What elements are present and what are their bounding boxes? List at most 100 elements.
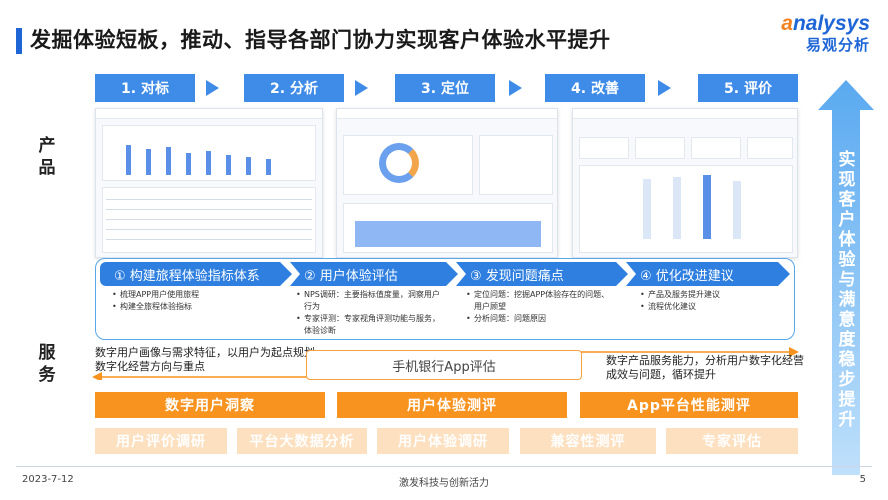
mock-bar — [643, 179, 651, 239]
logo-accent-letter: a — [781, 12, 793, 35]
goal-char: 升 — [838, 410, 856, 430]
footer-slogan: 激发科技与创新活力 — [399, 478, 489, 489]
kpi-card — [747, 137, 793, 159]
title-accent-bar — [16, 28, 22, 54]
block-compatibility: 兼容性测评 — [520, 428, 656, 454]
footer-divider — [16, 466, 872, 467]
step-arrow-icon — [206, 80, 219, 96]
mock-row — [106, 229, 312, 230]
dashboard-screenshot-benchmark — [95, 108, 323, 258]
trend-card — [479, 135, 553, 195]
screenshot-header — [337, 109, 557, 119]
dashboard-screenshot-improve — [572, 108, 798, 258]
bullet-item: NPS调研：主要指标值度量，洞察用户行为 — [296, 289, 446, 313]
up-arrow-icon — [818, 80, 874, 475]
mock-bar — [673, 177, 681, 239]
mock-row — [106, 199, 312, 200]
block-expert-eval: 专家评估 — [666, 428, 798, 454]
mock-bar — [226, 155, 231, 175]
bullet-list: 产品及服务提升建议 流程优化建议 — [640, 289, 780, 313]
chart-card — [579, 165, 793, 253]
bullet-item: 分析问题：问题原因 — [466, 313, 616, 325]
bullet-list: 定位问题：挖掘APP体验存在的问题、用户顾望 分析问题：问题原因 — [466, 289, 616, 325]
mock-bar — [703, 175, 711, 239]
mock-row — [106, 239, 312, 240]
screenshot-header — [573, 109, 797, 119]
step-arrow-icon — [355, 80, 368, 96]
bullet-item: 专家评测：专家视角评测功能与服务，体验诊断 — [296, 313, 446, 337]
step-locate: 3. 定位 — [395, 74, 495, 102]
table-card — [102, 187, 316, 253]
logo-latin: analysys — [781, 12, 870, 36]
service-step-find-painpoints: ③ 发现问题痛点 — [456, 262, 628, 286]
donut-chart-icon — [379, 143, 419, 183]
step-improve: 4. 改善 — [545, 74, 645, 102]
goal-char: 现 — [838, 170, 856, 190]
row-label-product-char: 品 — [38, 158, 56, 178]
bullet-list: 梳理APP用户使用旅程 构建全旅程体验指标 — [112, 289, 282, 313]
kpi-card — [691, 137, 741, 159]
block-user-review-survey: 用户评价调研 — [95, 428, 227, 454]
mock-bar — [186, 153, 191, 175]
block-user-insight: 数字用户洞察 — [95, 392, 325, 418]
mock-bar — [146, 149, 151, 175]
mock-area — [355, 221, 541, 247]
page-number: 5 — [859, 474, 866, 485]
goal-char: 步 — [838, 370, 856, 390]
mock-bar — [206, 151, 211, 175]
app-evaluation-box: 手机银行App评估 — [306, 350, 582, 380]
bullet-item: 产品及服务提升建议 — [640, 289, 780, 301]
block-platform-bigdata: 平台大数据分析 — [237, 428, 367, 454]
page-title: 发掘体验短板，推动、指导各部门协力实现客户体验水平提升 — [30, 28, 611, 52]
goal-char: 验 — [838, 250, 856, 270]
analysys-logo: analysys 易观分析 — [781, 12, 870, 55]
service-step-experience-eval: ② 用户体验评估 — [290, 262, 458, 286]
dashboard-screenshot-analyze — [336, 108, 558, 258]
mock-bar — [126, 145, 131, 175]
block-ux-evaluation: 用户体验测评 — [337, 392, 567, 418]
goal-char: 实 — [838, 150, 856, 170]
goal-char: 提 — [838, 390, 856, 410]
mock-bar — [166, 147, 171, 175]
user-insight-description: 数字用户画像与需求特征，以用户为起点规划数字化经营方向与重点 — [95, 346, 315, 373]
step-analyze: 2. 分析 — [244, 74, 344, 102]
logo-cn: 易观分析 — [805, 36, 870, 54]
product-capability-description: 数字产品服务能力，分析用户数字化经营成效与问题，循环提升 — [606, 354, 804, 381]
mock-bar — [246, 157, 251, 175]
footer-date: 2023-7-12 — [22, 474, 74, 485]
service-step-optimize: ④ 优化改进建议 — [626, 262, 790, 286]
row-label-product: 产 品 — [36, 135, 58, 179]
goal-char: 意 — [838, 310, 856, 330]
bullet-item: 梳理APP用户使用旅程 — [112, 289, 282, 301]
goal-char: 满 — [838, 290, 856, 310]
step-arrow-icon — [658, 80, 671, 96]
row-label-product-char: 产 — [38, 136, 56, 156]
block-app-performance: App平台性能测评 — [580, 392, 798, 418]
bullet-item: 构建全旅程体验指标 — [112, 301, 282, 313]
mock-bar — [733, 181, 741, 239]
mock-bar — [266, 159, 271, 175]
goal-char: 客 — [838, 190, 856, 210]
logo-latin-rest: nalysys — [792, 12, 870, 35]
kpi-card — [635, 137, 685, 159]
mock-row — [106, 209, 312, 210]
step-arrow-icon — [509, 80, 522, 96]
goal-char: 体 — [838, 230, 856, 250]
mock-row — [106, 219, 312, 220]
goal-char: 与 — [838, 270, 856, 290]
kpi-card — [579, 137, 629, 159]
row-label-service-char: 服 — [38, 343, 56, 363]
step-benchmark: 1. 对标 — [95, 74, 195, 102]
goal-vertical-text: 实 现 客 户 体 验 与 满 意 度 稳 步 提 升 — [836, 150, 858, 430]
screenshot-header — [96, 109, 322, 119]
step-evaluate: 5. 评价 — [698, 74, 798, 102]
row-label-service: 服 务 — [36, 342, 58, 386]
goal-char: 度 — [838, 330, 856, 350]
bullet-item: 流程优化建议 — [640, 301, 780, 313]
bullet-item: 定位问题：挖掘APP体验存在的问题、用户顾望 — [466, 289, 616, 313]
bullet-list: NPS调研：主要指标值度量，洞察用户行为 专家评测：专家视角评测功能与服务，体验… — [296, 289, 446, 337]
block-ux-survey: 用户体验调研 — [377, 428, 509, 454]
goal-char: 户 — [838, 210, 856, 230]
goal-char: 稳 — [838, 350, 856, 370]
service-step-indicator-system: ① 构建旅程体验指标体系 — [100, 262, 292, 286]
